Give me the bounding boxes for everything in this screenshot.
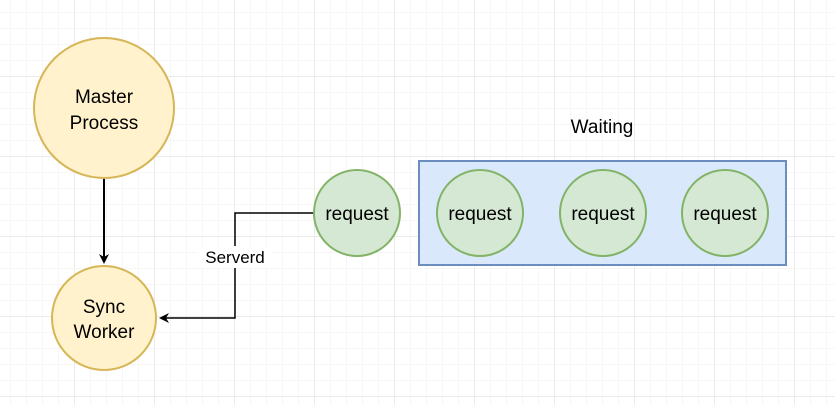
sync-worker-label-line1: Sync: [83, 297, 125, 318]
queued-request-label: request: [448, 204, 512, 225]
waiting-queue[interactable]: request request request: [418, 160, 787, 266]
served-edge-label: Serverd: [205, 248, 265, 267]
active-request-label: request: [325, 204, 389, 225]
queued-request-label: request: [693, 204, 757, 225]
master-process-label-line2: Process: [70, 113, 139, 134]
master-process-node[interactable]: Master Process: [33, 37, 175, 179]
waiting-queue-title: Waiting: [571, 117, 634, 138]
sync-worker-node[interactable]: Sync Worker: [51, 265, 157, 371]
master-process-label-line1: Master: [75, 87, 134, 108]
edge-label-background: [198, 246, 272, 268]
queued-request-node[interactable]: request: [559, 169, 647, 257]
queued-request-label: request: [571, 204, 635, 225]
active-request-node[interactable]: request: [313, 169, 401, 257]
queued-request-node[interactable]: request: [681, 169, 769, 257]
queued-request-node[interactable]: request: [436, 169, 524, 257]
sync-worker-label-line2: Worker: [74, 322, 136, 343]
